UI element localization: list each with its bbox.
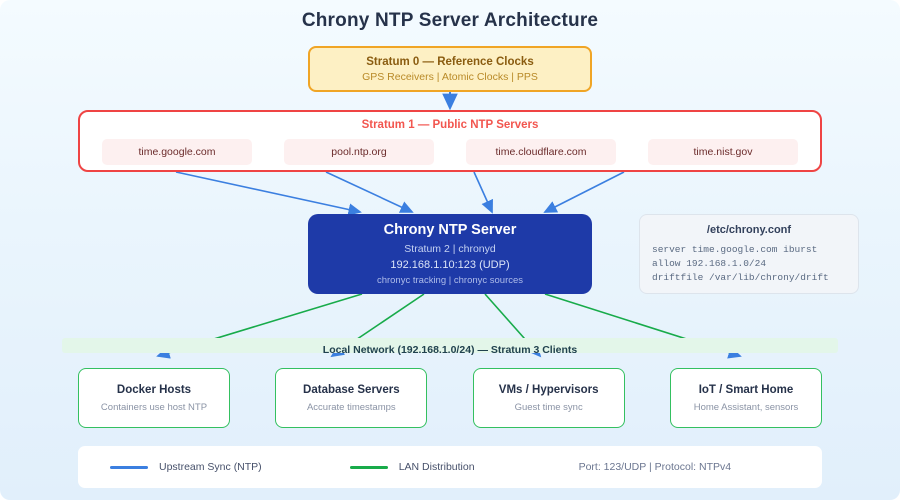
- client-database-servers[interactable]: Database Servers Accurate timestamps: [275, 368, 428, 428]
- stratum-1-server-label: time.nist.gov: [693, 146, 753, 158]
- client-subtitle: Containers use host NTP: [100, 401, 208, 413]
- chrony-server-address: 192.168.1.10:123 (UDP): [390, 259, 510, 271]
- chrony-server-box[interactable]: Chrony NTP Server Stratum 2 | chronyd 19…: [308, 214, 592, 294]
- chrony-config-filename: /etc/chrony.conf: [706, 224, 792, 236]
- stratum-0-subtitle: GPS Receivers | Atomic Clocks | PPS: [362, 70, 538, 83]
- client-subtitle: Home Assistant, sensors: [693, 401, 799, 413]
- legend-item-upstream: Upstream Sync (NTP): [110, 461, 262, 473]
- legend-item-lan: LAN Distribution: [349, 461, 475, 473]
- chrony-server-stratum: Stratum 2 | chronyd: [404, 243, 496, 255]
- client-title: Docker Hosts: [116, 383, 192, 396]
- upstream-line-swatch-icon: [110, 465, 148, 469]
- client-subtitle: Guest time sync: [514, 401, 583, 413]
- page-title: Chrony NTP Server Architecture: [301, 10, 599, 31]
- stratum-1-box: Stratum 1 — Public NTP Servers time.goog…: [78, 110, 822, 172]
- chrony-config-body: server time.google.com iburst allow 192.…: [652, 244, 829, 283]
- legend-bar: Upstream Sync (NTP) LAN Distribution Por…: [78, 446, 822, 488]
- legend-protocol-meta: Port: 123/UDP | Protocol: NTPv4: [578, 461, 732, 473]
- stratum-1-server-label: pool.ntp.org: [331, 146, 387, 158]
- stratum-0-title: Stratum 0 — Reference Clocks: [366, 55, 534, 68]
- stratum-1-server-list: time.google.com pool.ntp.org time.cloudf…: [102, 139, 798, 165]
- stratum-1-server[interactable]: pool.ntp.org: [284, 139, 434, 165]
- client-title: IoT / Smart Home: [698, 383, 794, 396]
- chrony-config-panel: /etc/chrony.conf server time.google.com …: [639, 214, 859, 294]
- client-vms-hypervisors[interactable]: VMs / Hypervisors Guest time sync: [472, 368, 625, 428]
- edge-time-nist-to-chrony: [543, 171, 625, 213]
- stratum-1-server-label: time.cloudflare.com: [495, 146, 587, 158]
- client-title: Database Servers: [303, 383, 400, 396]
- lan-line-swatch-icon: [349, 465, 388, 469]
- client-list: Docker Hosts Containers use host NTP Dat…: [78, 368, 822, 428]
- chrony-server-title: Chrony NTP Server: [383, 222, 517, 238]
- stratum-1-server[interactable]: time.nist.gov: [648, 139, 798, 165]
- client-docker-hosts[interactable]: Docker Hosts Containers use host NTP: [78, 368, 230, 428]
- stratum-1-title: Stratum 1 — Public NTP Servers: [361, 119, 539, 131]
- client-iot-smart-home[interactable]: IoT / Smart Home Home Assistant, sensors: [669, 368, 822, 428]
- stratum-0-box: Stratum 0 — Reference Clocks GPS Receive…: [308, 46, 592, 92]
- edge-time-cloudflare-to-chrony: [473, 171, 493, 214]
- stratum-1-server-label: time.google.com: [138, 146, 216, 158]
- client-subtitle: Accurate timestamps: [306, 401, 396, 413]
- local-network-label: Local Network (192.168.1.0/24) — Stratum…: [322, 344, 578, 356]
- edge-time-google-to-chrony: [175, 171, 362, 216]
- local-network-band: [62, 338, 838, 353]
- chrony-server-commands: chronyc tracking | chronyc sources: [376, 275, 524, 286]
- stratum-1-server[interactable]: time.cloudflare.com: [466, 139, 616, 165]
- stratum-1-server[interactable]: time.google.com: [102, 139, 252, 165]
- legend-lan-label: LAN Distribution: [398, 461, 475, 473]
- client-title: VMs / Hypervisors: [498, 383, 599, 396]
- edge-pool-ntp-to-chrony: [325, 171, 414, 213]
- legend-upstream-label: Upstream Sync (NTP): [159, 461, 262, 473]
